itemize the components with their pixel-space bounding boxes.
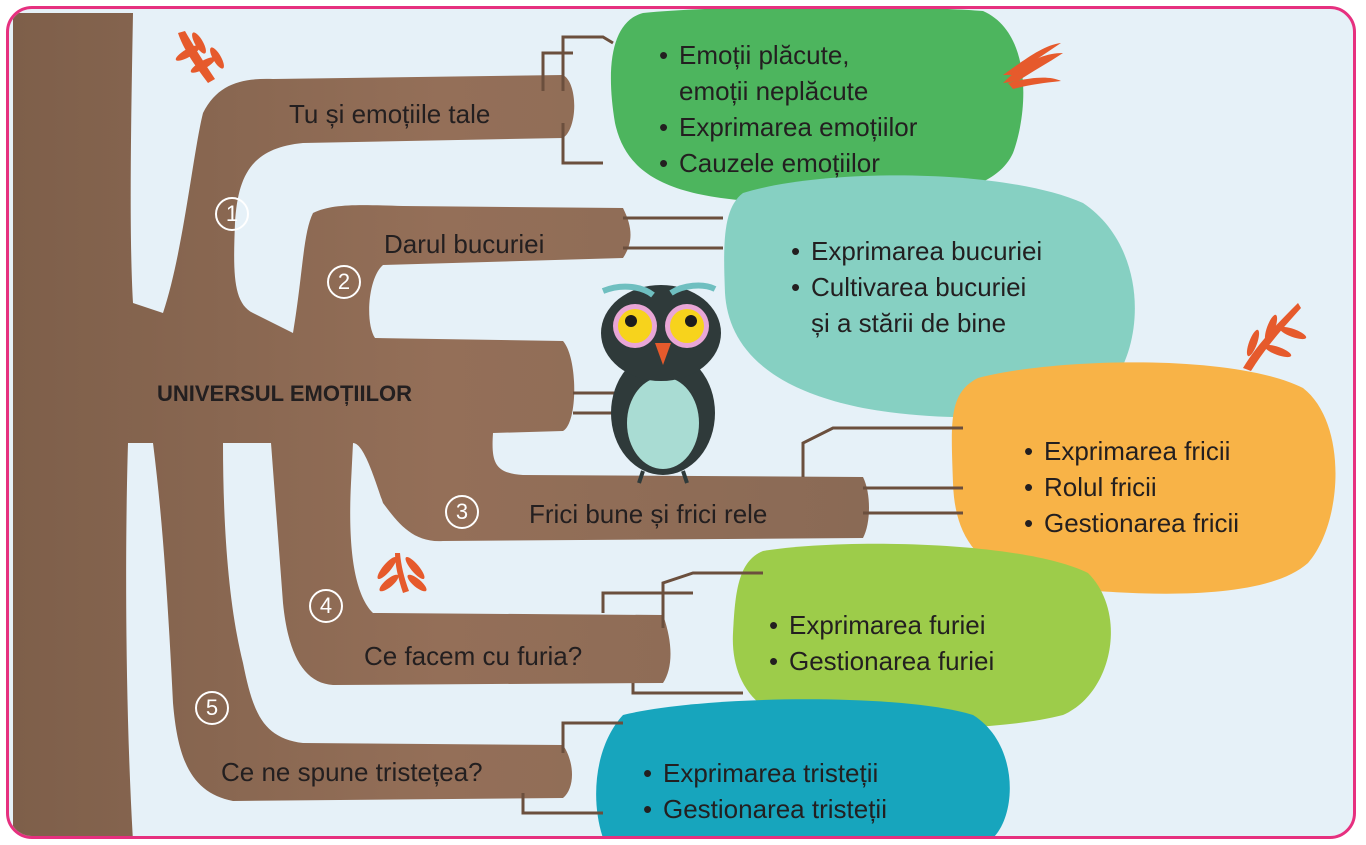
list-item: și a stării de bine: [811, 308, 1007, 338]
list-item: •Emoții plăcute,: [659, 40, 850, 70]
branch-2-items: •Exprimarea bucuriei •Cultivarea bucurie…: [791, 233, 1042, 341]
leaf-icon: [1003, 43, 1063, 89]
bubble-3: [951, 362, 1336, 594]
owl-illustration: [601, 282, 721, 484]
list-item: •Gestionarea furiei: [769, 646, 995, 676]
branch-1-label: Tu și emoțiile tale: [289, 99, 491, 129]
leaf-icon: [1243, 303, 1307, 371]
branch-2-number: 2: [327, 265, 361, 299]
list-item: •Exprimarea fricii: [1024, 436, 1231, 466]
leaf-icon: [175, 31, 224, 83]
bubble-4: [732, 543, 1111, 729]
branch-4-number: 4: [309, 589, 343, 623]
branch-4-items: •Exprimarea furiei •Gestionarea furiei: [769, 607, 994, 679]
bubble-1: [610, 9, 1024, 205]
list-item: •Cauzele emoțiilor: [659, 148, 880, 178]
branch-3-items: •Exprimarea fricii •Rolul fricii •Gestio…: [1024, 433, 1239, 541]
leaf-icon: [377, 553, 427, 593]
bubble-2: [724, 175, 1135, 418]
branch-1-items: •Emoții plăcute, emoții neplăcute •Expri…: [659, 37, 917, 181]
list-item: •Exprimarea bucuriei: [791, 236, 1043, 266]
list-item: •Exprimarea furiei: [769, 610, 986, 640]
bubble-5: [596, 699, 1010, 836]
branch-5-label: Ce ne spune tristețea?: [221, 757, 483, 787]
branch-2-label: Darul bucuriei: [384, 229, 545, 259]
mind-map-frame: UNIVERSUL EMOȚIILOR Tu și emoțiile tale …: [6, 6, 1356, 839]
list-item: •Exprimarea emoțiilor: [659, 112, 918, 142]
branch-1-number: 1: [215, 197, 249, 231]
list-item: •Rolul fricii: [1024, 472, 1157, 502]
branch-3-label: Frici bune și frici rele: [529, 499, 768, 529]
branch-3-number: 3: [445, 495, 479, 529]
list-item: •Exprimarea tristeții: [643, 758, 879, 788]
diagram-title: UNIVERSUL EMOȚIILOR: [157, 381, 413, 406]
branch-5-number: 5: [195, 691, 229, 725]
branch-4-label: Ce facem cu furia?: [364, 641, 583, 671]
branch-5-items: •Exprimarea tristeții •Gestionarea trist…: [643, 755, 887, 827]
twigs: [521, 35, 963, 815]
list-item: •Gestionarea tristeții: [643, 794, 887, 824]
list-item: emoții neplăcute: [679, 76, 869, 106]
list-item: •Gestionarea fricii: [1024, 508, 1240, 538]
list-item: •Cultivarea bucuriei: [791, 272, 1027, 302]
